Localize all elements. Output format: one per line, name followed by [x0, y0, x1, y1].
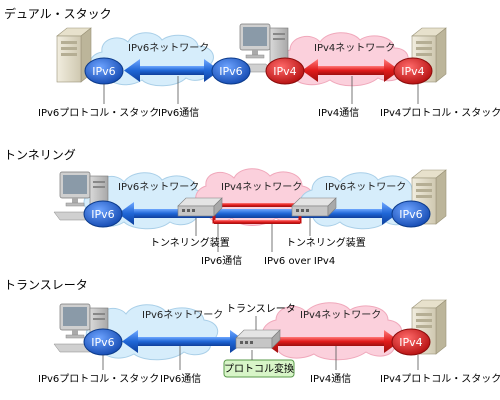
translator-device-icon [235, 329, 281, 349]
cloud-ipv6-label: IPv6ネットワーク [142, 309, 223, 321]
label-ipv6-stack: IPv6プロトコル・スタック [38, 373, 159, 385]
cloud-ipv6-label: IPv6ネットワーク [118, 181, 199, 193]
label-ipv6-stack: IPv6プロトコル・スタック [38, 107, 159, 119]
cloud-ipv4-label: IPv4ネットワーク [300, 309, 381, 321]
label-translator: トランスレータ [226, 303, 296, 315]
svg-text:IPv6: IPv6 [219, 65, 242, 78]
cloud-ipv4-label: IPv4ネットワーク [221, 181, 302, 193]
label-ipv4-comm: IPv4通信 [318, 107, 359, 119]
cloud-ipv6-label: IPv6ネットワーク [128, 42, 209, 54]
badge-ipv6: IPv6 [83, 200, 123, 228]
label-ipv4-stack: IPv4プロトコル・スタック [380, 373, 500, 385]
label-ipv6-over-ipv4: IPv6 over IPv4 [264, 256, 335, 267]
badge-ipv6: IPv6 [84, 57, 124, 85]
leader-lines [103, 76, 419, 104]
label-ipv4-comm: IPv4通信 [310, 373, 351, 385]
router-icon [291, 197, 337, 217]
protocol-convert-box: プロトコル変換 [223, 359, 295, 378]
badge-ipv6: IPv6 [391, 200, 431, 228]
svg-text:IPv6: IPv6 [91, 208, 114, 221]
svg-text:プロトコル変換: プロトコル変換 [224, 362, 294, 375]
svg-text:IPv6: IPv6 [91, 336, 114, 349]
badge-ipv4: IPv4 [393, 57, 433, 85]
svg-text:IPv4: IPv4 [273, 65, 296, 78]
cloud-ipv6-label: IPv6ネットワーク [325, 181, 406, 193]
leader-lines [195, 218, 311, 252]
label-ipv6-comm: IPv6通信 [201, 255, 242, 267]
router-icon [177, 197, 223, 217]
section-title-dual: デュアル・スタック [4, 6, 112, 21]
label-tunnel-device: トンネリング装置 [286, 236, 366, 249]
badge-ipv6: IPv6 [83, 328, 123, 356]
label-tunnel-device: トンネリング装置 [150, 236, 230, 249]
cloud-ipv4-label: IPv4ネットワーク [314, 42, 395, 54]
label-ipv6-comm: IPv6通信 [160, 373, 201, 385]
label-ipv4-stack: IPv4プロトコル・スタック [380, 107, 500, 119]
svg-text:IPv6: IPv6 [399, 208, 422, 221]
badge-ipv6: IPv6 [211, 57, 251, 85]
svg-text:IPv6: IPv6 [92, 65, 115, 78]
label-ipv6-comm: IPv6通信 [158, 107, 199, 119]
svg-text:IPv4: IPv4 [401, 65, 424, 78]
ipv4-arrow [302, 59, 400, 82]
svg-text:IPv4: IPv4 [399, 336, 422, 349]
ipv6-arrow [118, 202, 398, 225]
badge-ipv4: IPv4 [391, 328, 431, 356]
badge-ipv4: IPv4 [265, 57, 305, 85]
section-title-tunnel: トンネリング [4, 148, 76, 162]
section-title-translator: トランスレータ [4, 278, 88, 292]
leader-lines [102, 346, 419, 370]
